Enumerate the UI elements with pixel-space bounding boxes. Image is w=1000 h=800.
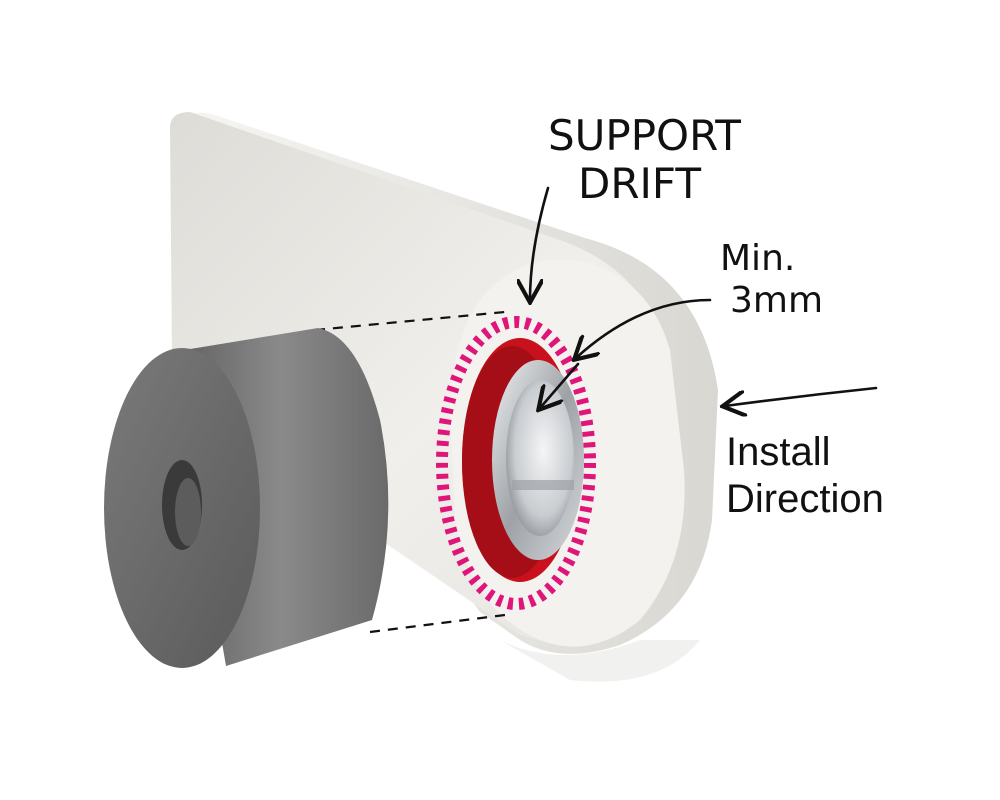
min-clearance-label: Min. 3mm — [720, 238, 823, 321]
lug-plate-shadow — [500, 640, 700, 682]
install-direction-label: Install Direction — [726, 430, 884, 521]
bore-inner-wall — [512, 480, 574, 490]
drift-cylinder-hole-shade — [175, 478, 201, 546]
drift-cylinder — [104, 328, 389, 668]
min-3mm-arrow — [576, 298, 712, 358]
min-clearance-line-2: 3mm — [730, 280, 823, 321]
install-direction-line-1: Install — [726, 430, 831, 474]
support-drift-line-2: DRIFT — [578, 159, 701, 208]
annotation-arrows — [530, 186, 878, 408]
support-drift-ring — [436, 316, 596, 610]
projection-line-bottom — [369, 613, 506, 634]
projection-lines — [314, 310, 506, 634]
install-direction-arrow — [725, 386, 878, 406]
support-drift-line-1: SUPPORT — [548, 111, 741, 160]
bearing-inner-bore — [506, 380, 574, 536]
install-direction-line-2: Direction — [726, 477, 884, 521]
projection-line-top — [314, 310, 506, 332]
support-drift-arrow — [530, 186, 550, 300]
min-3mm-inner-arrow — [540, 362, 580, 408]
min-clearance-line-1: Min. — [720, 238, 795, 279]
support-drift-label: SUPPORT DRIFT — [548, 111, 754, 208]
